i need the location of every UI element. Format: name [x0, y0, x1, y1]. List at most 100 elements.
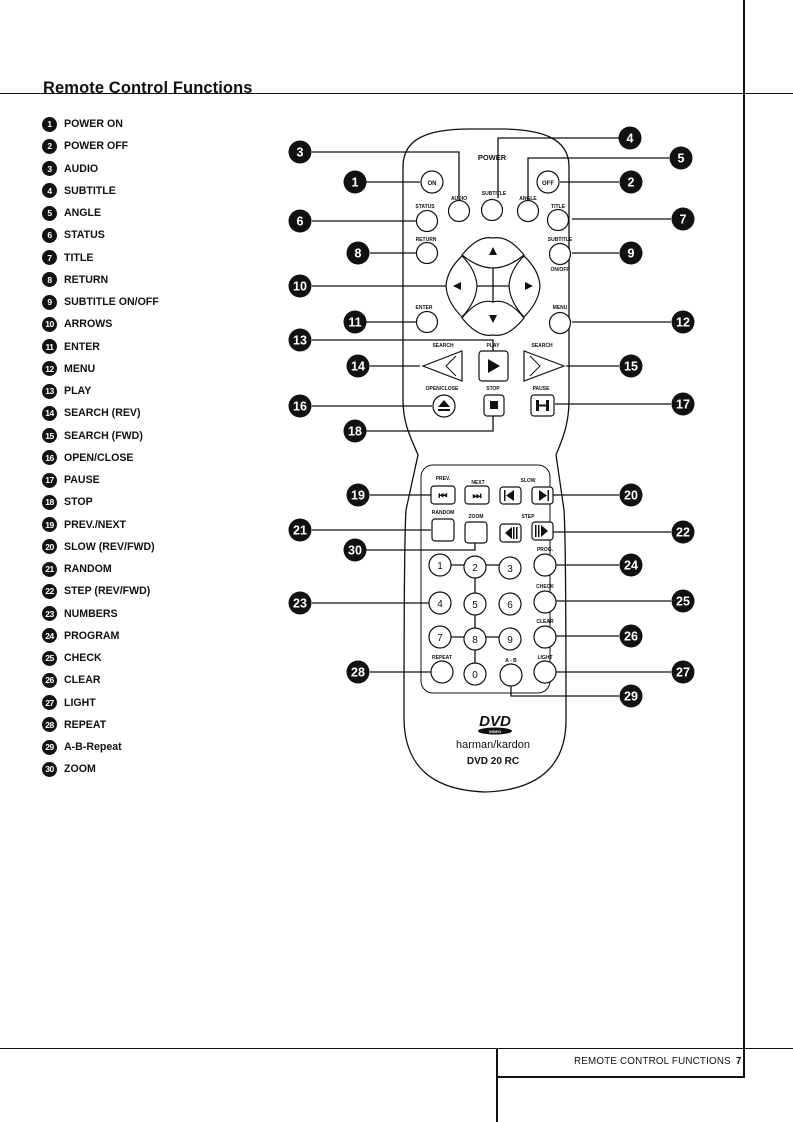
power-off-button[interactable] [536, 170, 560, 194]
callout-badge [671, 310, 695, 334]
number-label: 2 [472, 563, 478, 574]
callout-badge [619, 553, 643, 577]
prev-icon: ⏮ [439, 491, 448, 502]
arrow-left-button[interactable] [445, 255, 478, 318]
number-button-4[interactable] [428, 591, 452, 615]
callout-number: 9 [628, 247, 635, 261]
light-button[interactable] [533, 660, 557, 684]
function-label: ZOOM [64, 763, 96, 776]
callout-number: 18 [348, 425, 362, 439]
subtitle-onoff-button[interactable] [548, 242, 572, 266]
audio-label: AUDIO [451, 196, 467, 202]
angle-label: ANGLE [519, 196, 537, 202]
search-fwd-icon [529, 355, 541, 377]
number-button-6[interactable] [498, 592, 522, 616]
callout-number: 12 [676, 316, 690, 330]
zoom-button[interactable] [464, 521, 488, 544]
function-label: SEARCH (REV) [64, 407, 141, 420]
function-label: POWER ON [64, 118, 123, 131]
callout-number-badge: 21 [42, 561, 57, 577]
function-label: STOP [64, 496, 93, 509]
callout-number: 28 [351, 666, 365, 680]
number-button-3[interactable] [498, 556, 522, 580]
arrow-icon [453, 282, 461, 290]
callout-badge [346, 241, 370, 265]
function-label: CHECK [64, 652, 102, 665]
callout-leader-line [497, 137, 619, 198]
clear-label: CLEAR [536, 619, 554, 625]
repeat-button[interactable] [430, 660, 454, 684]
power-off-label: OFF [542, 181, 554, 187]
zoom-label: ZOOM [469, 514, 484, 520]
number-button-7[interactable] [428, 625, 452, 649]
enter-button[interactable] [415, 310, 439, 334]
subtitle-onoff-label-bottom: ON/OFF [551, 267, 570, 273]
slow-rev-icon-bar [504, 490, 506, 501]
callout-number: 22 [676, 526, 690, 540]
next-button[interactable] [464, 485, 490, 505]
search-rev-button[interactable] [421, 350, 463, 382]
step-fwd-icon-bar2 [538, 525, 540, 537]
callout-number-badge: 18 [42, 494, 57, 510]
remote-body-outline [402, 128, 570, 793]
random-button[interactable] [431, 518, 455, 542]
ab-repeat-button[interactable] [499, 663, 523, 687]
callout-number-badge: 5 [42, 205, 57, 221]
callout-badge [288, 140, 312, 164]
number-button-5[interactable] [463, 592, 487, 616]
function-item: 21 RANDOM [42, 558, 159, 580]
function-label: RANDOM [64, 563, 112, 576]
power-label: POWER [478, 153, 507, 162]
callout-number-badge: 28 [42, 717, 57, 733]
clear-button[interactable] [533, 625, 557, 649]
footer-rule [0, 1048, 793, 1049]
step-rev-icon [505, 527, 512, 539]
number-button-2[interactable] [463, 555, 487, 579]
random-label: RANDOM [432, 510, 455, 516]
header-rule [0, 93, 793, 94]
page-number: 7 [735, 1056, 742, 1067]
dvd-logo: DVD [479, 713, 511, 730]
return-button[interactable] [415, 241, 439, 265]
title-button[interactable] [546, 208, 570, 232]
function-label: ENTER [64, 340, 100, 353]
pause-label: PAUSE [533, 386, 551, 392]
play-label: PLAY [487, 343, 501, 349]
status-button[interactable] [415, 209, 439, 233]
prev-button[interactable] [430, 485, 456, 505]
eject-icon-bar [438, 409, 450, 411]
callout-number: 13 [293, 334, 307, 348]
number-button-8[interactable] [463, 627, 487, 651]
menu-button[interactable] [548, 311, 572, 335]
function-label: STATUS [64, 229, 105, 242]
audio-button[interactable] [447, 199, 471, 223]
callout-number-badge: 10 [42, 316, 57, 332]
step-rev-icon-bar2 [516, 527, 518, 539]
callout-badge [346, 483, 370, 507]
function-label: MENU [64, 362, 96, 375]
function-label: PAUSE [64, 474, 100, 487]
callout-number-badge: 26 [42, 672, 57, 688]
arrow-right-button[interactable] [508, 255, 541, 318]
number-button-1[interactable] [428, 553, 452, 577]
callout-leader-line [510, 685, 619, 697]
check-button[interactable] [533, 590, 557, 614]
callout-badge [671, 589, 695, 613]
pause-icon-right [546, 400, 549, 411]
angle-button[interactable] [516, 199, 540, 223]
callout-number-badge: 13 [42, 383, 57, 399]
number-button-0[interactable] [463, 662, 487, 686]
program-button[interactable] [533, 553, 557, 577]
power-on-button[interactable] [420, 170, 444, 194]
subtitle-button[interactable] [480, 198, 504, 222]
number-button-9[interactable] [498, 627, 522, 651]
search-fwd-button[interactable] [523, 350, 566, 382]
function-label: STEP (REV/FWD) [64, 585, 151, 598]
model-name: DVD 20 RC [467, 756, 519, 767]
